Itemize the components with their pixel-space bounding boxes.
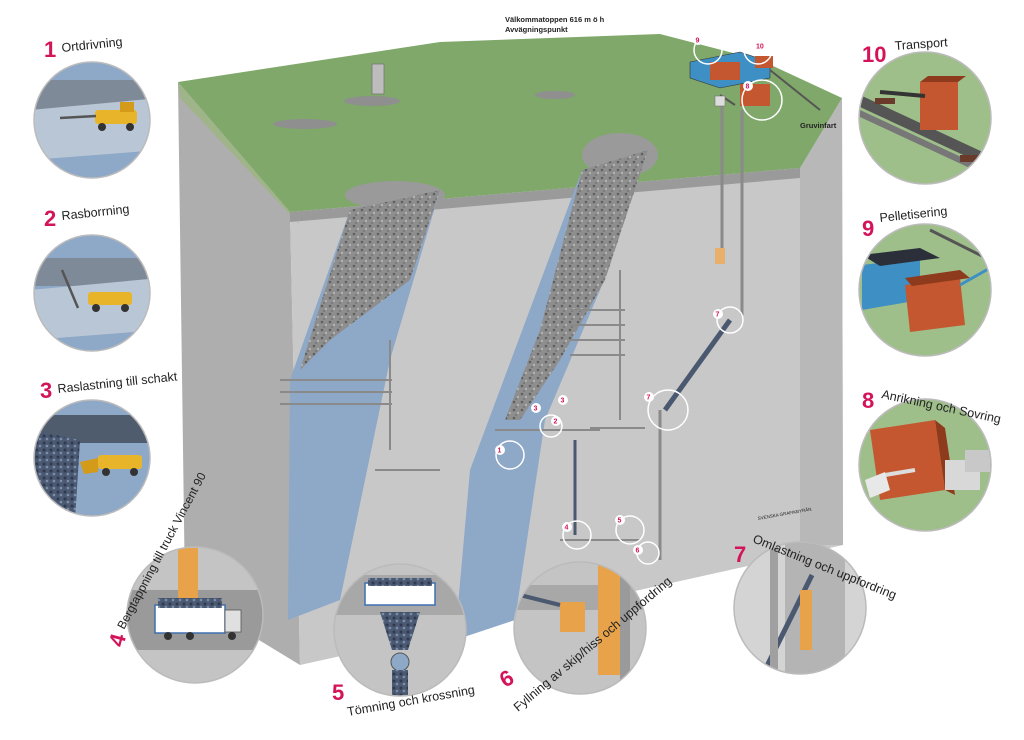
- surface-depression-3: [535, 91, 575, 99]
- surface-depression: [344, 96, 400, 106]
- benchmark-label: Avvägningspunkt: [505, 25, 568, 34]
- step-2-label: Rasborrning: [61, 202, 130, 223]
- shafts: [573, 105, 744, 560]
- marker-2: 2: [554, 419, 558, 426]
- marker-labels: 1 2 3 3 4 5 6 7 7 8 9 10: [495, 35, 765, 555]
- ore-pass: [662, 318, 733, 412]
- mine-levels: [280, 270, 645, 541]
- grass-surface: [178, 34, 842, 212]
- rock-block: [178, 34, 843, 665]
- marker-5: 5: [618, 518, 622, 525]
- step-10-label: Transport: [894, 35, 948, 53]
- marker-9: 9: [696, 38, 700, 45]
- loading-station: [715, 248, 725, 264]
- surface-depression-2: [273, 119, 337, 129]
- grass-edge: [178, 82, 300, 225]
- block-left-face: [178, 82, 300, 665]
- caved-rock-left: [300, 190, 440, 370]
- step-3-label: Raslastning till schakt: [57, 369, 179, 396]
- marker-rings: [495, 35, 783, 565]
- caved-rock-right: [505, 150, 648, 420]
- marker-10: 10: [756, 44, 764, 51]
- callout-4: 4 Bergtappning till truck Vincent 90: [104, 470, 264, 684]
- marker-3b: 3: [561, 398, 565, 405]
- callout-2: 2 Rasborrning: [33, 202, 151, 352]
- marker-4: 4: [565, 525, 569, 532]
- callout-9: 9 Pelletisering: [858, 204, 992, 357]
- callout-3: 3 Raslastning till schakt: [33, 369, 179, 517]
- marker-8: 8: [746, 84, 750, 91]
- step-6-number: 6: [495, 665, 518, 693]
- callout-1: 1 Ortdrivning: [33, 35, 151, 179]
- step-1-label: Ortdrivning: [61, 35, 123, 55]
- step-1-number: 1: [44, 37, 56, 62]
- block-right-face: [800, 98, 843, 545]
- summit-label: Välkommatoppen 616 m ö h: [505, 15, 605, 24]
- marker-7b: 7: [647, 395, 651, 402]
- callout-7: 7 Omlastning och uppfordring: [733, 532, 899, 675]
- step-9-label: Pelletisering: [879, 204, 948, 225]
- marker-7a: 7: [716, 312, 720, 319]
- step-3-number: 3: [40, 378, 52, 403]
- block-front-face: [290, 98, 843, 665]
- surface-tower: [371, 63, 385, 95]
- step-2-number: 2: [44, 206, 56, 231]
- step-8-number: 8: [862, 388, 874, 413]
- marker-1: 1: [498, 448, 502, 455]
- marker-6: 6: [636, 548, 640, 555]
- step-4-number: 4: [104, 630, 132, 649]
- step-5-number: 5: [332, 680, 344, 705]
- step-10-number: 10: [862, 42, 886, 67]
- callout-8: 8 Anrikning och Sovring: [858, 387, 1002, 532]
- mine-entrance-label: Gruvinfart: [800, 121, 837, 130]
- callout-10: 10 Transport: [858, 35, 992, 185]
- step-9-number: 9: [862, 216, 874, 241]
- marker-3a: 3: [534, 406, 538, 413]
- step-7-number: 7: [734, 542, 746, 567]
